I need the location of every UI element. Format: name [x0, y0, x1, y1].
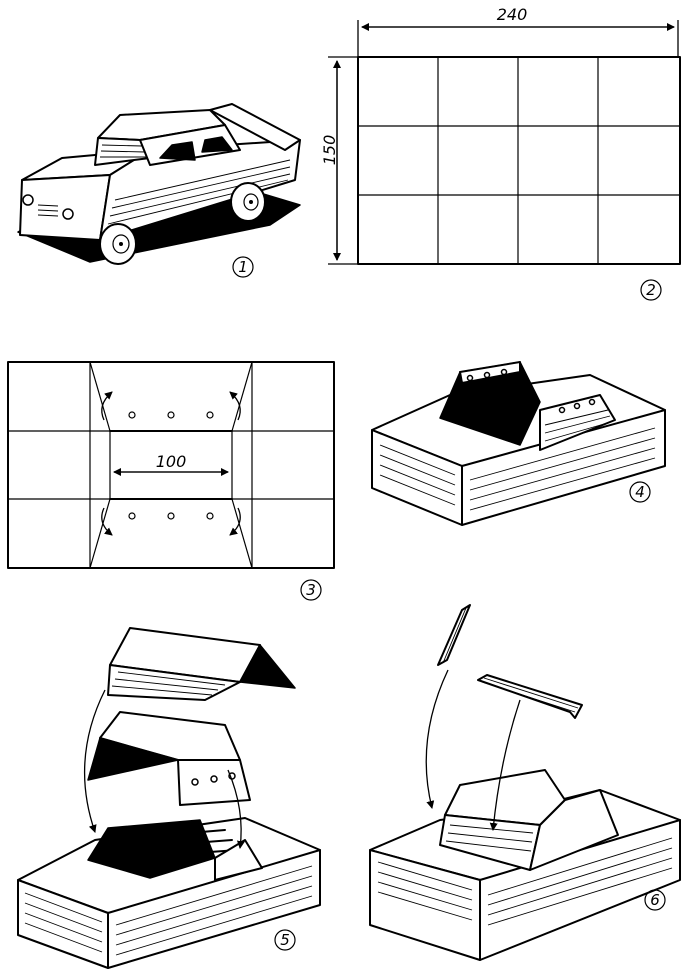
roof-part-side-shadow [239, 644, 296, 689]
figure-5-roof-assembly: 5 [17, 627, 321, 969]
car-window-rear [201, 136, 233, 153]
figure-5-label: 5 [274, 929, 296, 951]
figure-1-number: 1 [238, 258, 248, 276]
figure-2-sheet-grid: 240 150 2 [320, 5, 681, 301]
base-side [461, 409, 666, 526]
base-side-hatching [379, 427, 656, 511]
car-trunk-lid [209, 103, 301, 151]
sheet-grid-lines [358, 57, 680, 264]
car-grille [37, 204, 59, 217]
fig6-base-hatching [377, 837, 673, 926]
dimension-height-label: 150 [320, 135, 339, 166]
base-wall-holes [466, 368, 508, 382]
base-raised-wall-front [459, 361, 521, 384]
pattern-fold-lines [8, 361, 334, 569]
base-rear-wall-hatching [544, 409, 612, 442]
roof-part-hatching [111, 671, 226, 696]
figure-4-number: 4 [635, 483, 645, 501]
car-headlight-left [22, 194, 34, 206]
dimension-cabin-label: 100 [156, 452, 187, 471]
figure-1-label: 1 [232, 256, 254, 278]
car-wheel-rear [230, 182, 266, 222]
car-wheel-front [99, 223, 137, 265]
figure-3-number: 3 [306, 581, 316, 599]
cabin-part-holes [191, 772, 236, 786]
trim-strip-horizontal [477, 674, 583, 719]
figure-2-label: 2 [640, 279, 662, 301]
figure-6-trim-assembly: 6 [369, 604, 681, 961]
roof-part-front [107, 664, 241, 701]
dimension-width-label: 240 [497, 5, 528, 24]
fig5-base-rear-wall [214, 839, 263, 881]
cabin-part-shadow [87, 737, 179, 781]
pattern-holes [128, 411, 214, 520]
car-headlight-right [62, 208, 74, 220]
car-window-front [159, 141, 196, 161]
base-rear-wall-holes [558, 398, 596, 414]
car-windshield-hatching [100, 144, 147, 158]
base-raised-wall-rear [539, 394, 616, 451]
fig5-assembly-arrows [83, 689, 245, 849]
trim-strip-vertical [437, 604, 471, 666]
figure-5-number: 5 [280, 931, 290, 949]
figure-4-folded-base: 4 [371, 361, 666, 526]
fig6-cabin-rear [529, 789, 619, 871]
figure-6-number: 6 [650, 891, 660, 909]
figure-3-label: 3 [300, 579, 322, 601]
fig5-rods [125, 829, 239, 859]
figure-1-finished-car: 1 [17, 103, 301, 278]
pattern-outline [7, 361, 335, 569]
figure-6-label: 6 [644, 889, 666, 911]
pattern-fold-arrows [101, 391, 241, 536]
figure-2-number: 2 [646, 281, 656, 299]
fig6-assembly-arrows [425, 669, 521, 831]
figure-4-label: 4 [629, 481, 651, 503]
fig6-base-side [479, 819, 681, 961]
car-front [19, 174, 111, 241]
fig5-base-hatching [24, 865, 313, 956]
figure-3-fold-pattern: 100 3 [7, 361, 335, 601]
sheet-outline [357, 56, 681, 265]
